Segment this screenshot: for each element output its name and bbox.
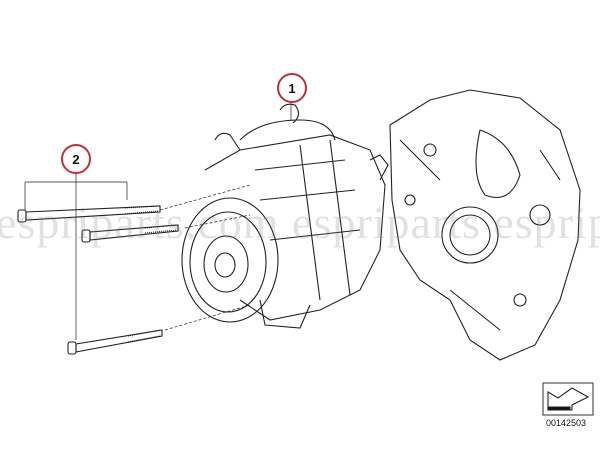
reference-number: 00142503 bbox=[546, 418, 587, 428]
watermark: espriparts.com espriparts espriparts esp… bbox=[0, 197, 600, 248]
ac-compressor bbox=[181, 103, 389, 329]
bolt bbox=[81, 224, 179, 243]
bolt bbox=[67, 329, 163, 355]
bolt bbox=[17, 205, 161, 223]
callout-2[interactable]: 2 bbox=[61, 144, 91, 174]
engine-timing-cover bbox=[389, 89, 581, 361]
direction-arrow-icon bbox=[542, 382, 594, 416]
leader-lines bbox=[24, 103, 292, 340]
bolts bbox=[17, 205, 179, 355]
callout-1[interactable]: 1 bbox=[277, 73, 307, 103]
